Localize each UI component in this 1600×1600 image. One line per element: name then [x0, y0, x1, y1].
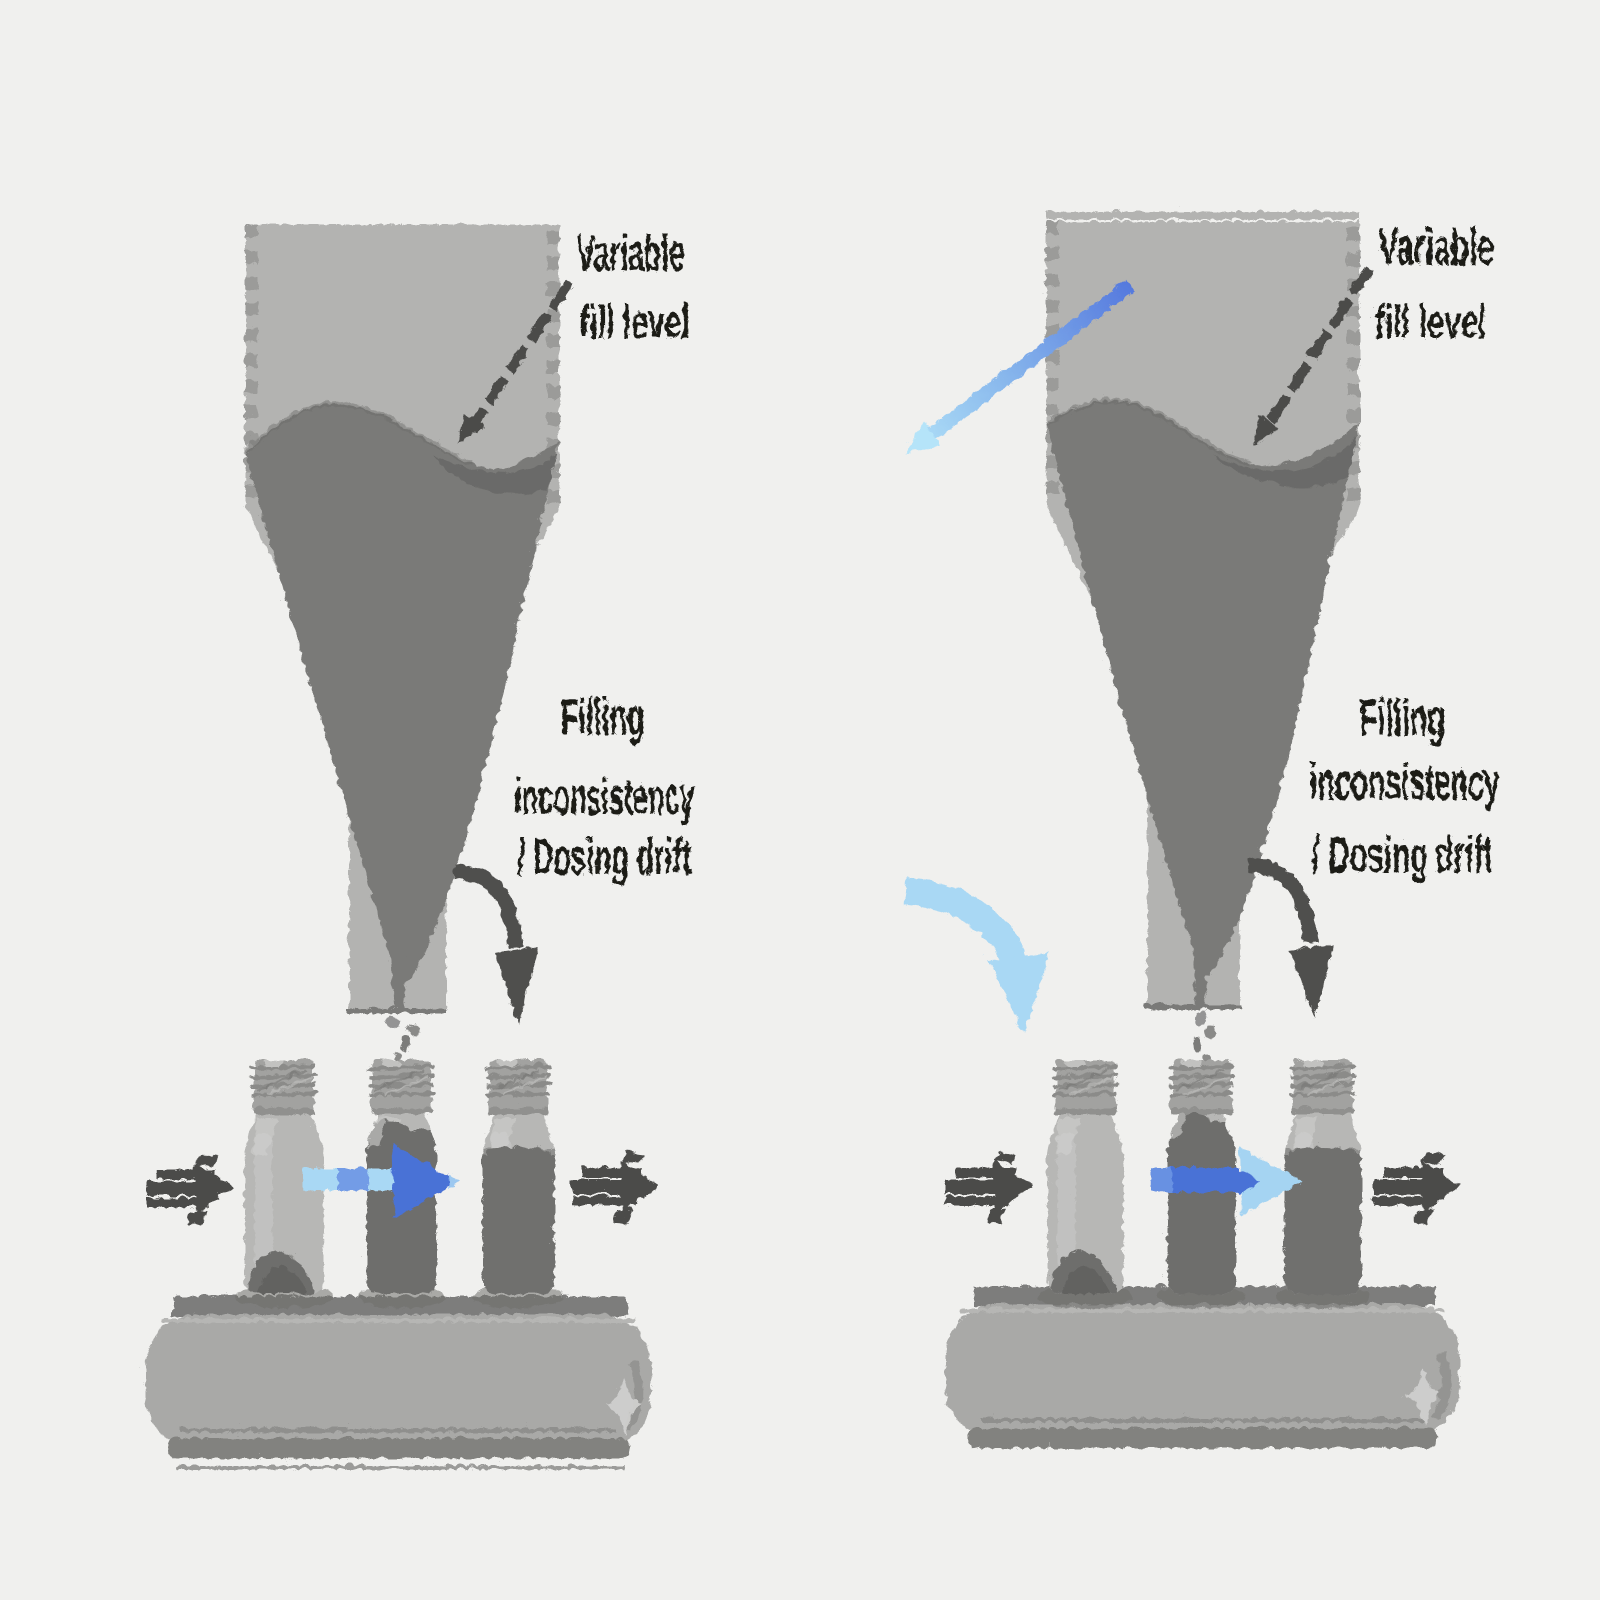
svg-text:Filling: Filling [558, 686, 642, 744]
svg-text:Filling: Filling [1357, 687, 1443, 745]
svg-text:/ Dosing drift: / Dosing drift [1310, 824, 1491, 882]
svg-text:/ Dosing drift: / Dosing drift [515, 826, 689, 884]
svg-text:Variable: Variable [574, 222, 682, 280]
svg-text:inconsistency: inconsistency [512, 766, 692, 824]
svg-text:fill level: fill level [577, 294, 687, 347]
svg-text:fill level: fill level [1372, 294, 1484, 347]
svg-text:Variable: Variable [1376, 216, 1492, 274]
svg-text:inconsistency: inconsistency [1307, 751, 1497, 809]
